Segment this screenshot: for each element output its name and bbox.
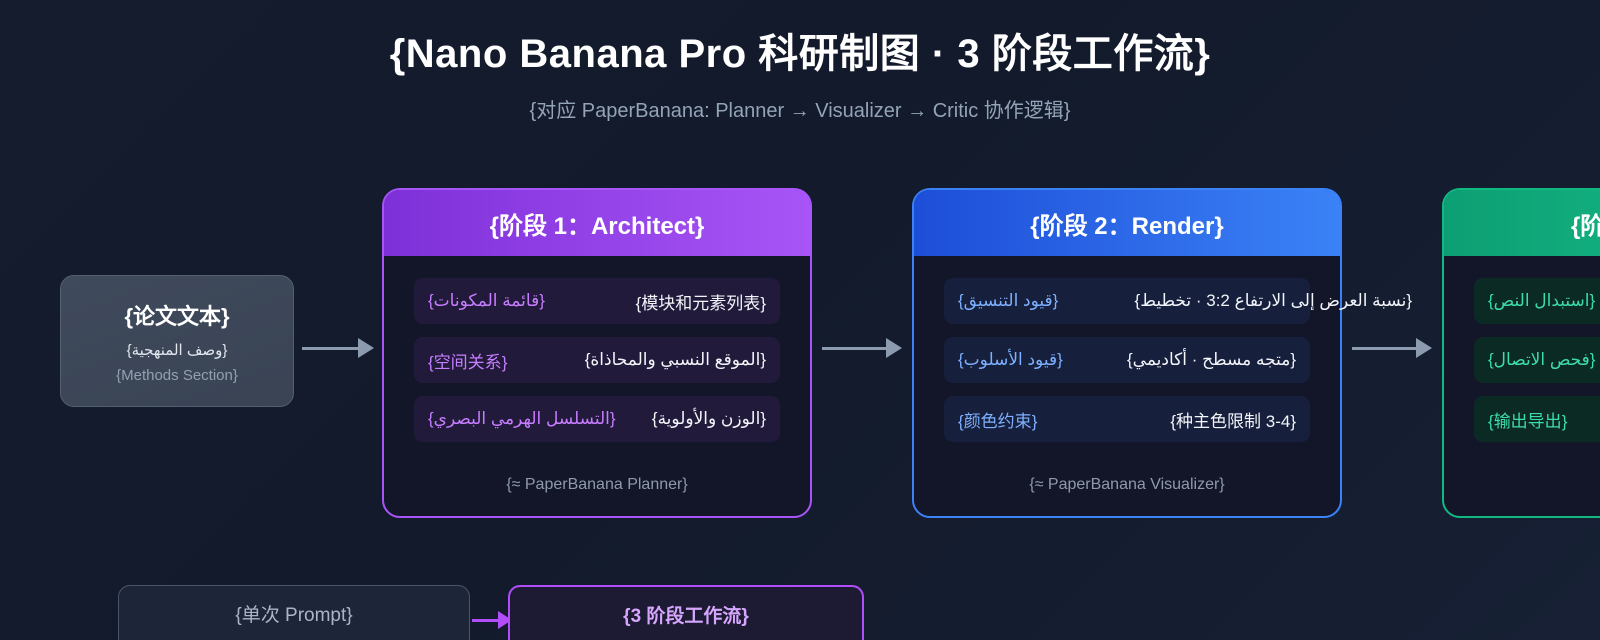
stage-card-render: {阶段 2：Render} {قيود التنسيق} {نسبة العرض… bbox=[912, 188, 1412, 518]
input-node-note: {Methods Section} bbox=[116, 366, 238, 384]
stage-3-footnote: {≈ bbox=[1444, 476, 1600, 494]
stage-3-body: {استبدال النص} {فحص الاتصال} {输出导出} bbox=[1444, 256, 1600, 442]
stage-3-row-1: {استبدال النص} bbox=[1474, 278, 1600, 324]
row-label: {استبدال النص} bbox=[1488, 291, 1596, 310]
row-label: {输出导出} bbox=[1488, 411, 1568, 431]
stage-card-architect: {阶段 1：Architect} {قائمة المكونات} {模块和元素… bbox=[382, 188, 812, 518]
comparison-after-label: {3 阶段工作流} bbox=[623, 605, 749, 627]
input-node-title: {论文文本} bbox=[124, 303, 230, 329]
arrow-head-icon bbox=[1416, 338, 1432, 358]
row-value: {نسبة العرض إلى الارتفاع 3:2 · تخطيط} bbox=[1134, 291, 1412, 310]
comparison-box-before: {单次 Prompt} bbox=[118, 585, 470, 640]
stage-2-footnote: {≈ PaperBanana Visualizer} bbox=[1029, 476, 1225, 493]
row-value: {3-4 种主色限制} bbox=[1170, 411, 1296, 431]
stage-1-row-1: {قائمة المكونات} {模块和元素列表} bbox=[414, 278, 780, 324]
input-node-subtitle: {وصف المنهجية} bbox=[126, 341, 228, 359]
row-label: {قيود التنسيق} bbox=[958, 291, 1059, 310]
row-label: {空间关系} bbox=[428, 352, 508, 372]
stage-2-row-3: {颜色约束} {3-4 种主色限制} bbox=[944, 396, 1310, 442]
comparison-box-after: {3 阶段工作流} bbox=[508, 585, 864, 640]
arrow-shaft bbox=[472, 618, 498, 622]
flow-arrow-input-to-stage1 bbox=[302, 338, 374, 358]
row-label: {فحص الاتصال} bbox=[1488, 350, 1596, 369]
page-subtitle: {对应 PaperBanana: Planner → Visualizer → … bbox=[529, 100, 1071, 122]
page-title: {Nano Banana Pro 科研制图 · 3 阶段工作流} bbox=[389, 32, 1211, 76]
stage-3-row-3: {输出导出} bbox=[1474, 396, 1600, 442]
input-node: {论文文本} {وصف المنهجية} {Methods Section} bbox=[60, 275, 294, 407]
flow-arrow-stage2-to-stage3 bbox=[1352, 338, 1432, 358]
stage-3-row-2: {فحص الاتصال} bbox=[1474, 337, 1600, 383]
row-label: {颜色约束} bbox=[958, 411, 1038, 431]
arrow-shaft bbox=[822, 346, 886, 350]
arrow-head-icon bbox=[886, 338, 902, 358]
page-header: {Nano Banana Pro 科研制图 · 3 阶段工作流} {对应 Pap… bbox=[0, 0, 1600, 123]
stage-2-body: {قيود التنسيق} {نسبة العرض إلى الارتفاع … bbox=[914, 256, 1412, 442]
row-value: {模块和元素列表} bbox=[635, 293, 766, 313]
arrow-head-icon bbox=[358, 338, 374, 358]
row-value: {الموقع النسبي والمحاذاة} bbox=[584, 350, 766, 369]
arrow-shaft bbox=[302, 346, 358, 350]
row-value: {الوزن والأولوية} bbox=[651, 409, 766, 428]
stage-2-row-1: {قيود التنسيق} {نسبة العرض إلى الارتفاع … bbox=[944, 278, 1412, 324]
row-label: {قائمة المكونات} bbox=[428, 291, 545, 310]
flow-arrow-stage1-to-stage2 bbox=[822, 338, 902, 358]
comparison-before-label: {单次 Prompt} bbox=[235, 605, 353, 626]
row-label: {التسلسل الهرمي البصري} bbox=[428, 409, 616, 428]
comparison-arrow bbox=[472, 611, 512, 629]
stage-1-row-3: {التسلسل الهرمي البصري} {الوزن والأولوية… bbox=[414, 396, 780, 442]
stage-2-row-2: {قيود الأسلوب} {متجه مسطح · أكاديمي} bbox=[944, 337, 1310, 383]
row-value: {متجه مسطح · أكاديمي} bbox=[1127, 350, 1296, 369]
stage-1-header: {阶段 1：Architect} bbox=[384, 190, 810, 256]
stage-1-footnote: {≈ PaperBanana Planner} bbox=[506, 476, 688, 493]
stage-1-row-2: {空间关系} {الموقع النسبي والمحاذاة} bbox=[414, 337, 780, 383]
stage-1-body: {قائمة المكونات} {模块和元素列表} {空间关系} {الموق… bbox=[384, 256, 810, 442]
stage-card-critic: {阶段 3：Critic} {استبدال النص} {فحص الاتصا… bbox=[1442, 188, 1600, 518]
stage-2-header: {阶段 2：Render} bbox=[914, 190, 1340, 256]
arrow-shaft bbox=[1352, 346, 1416, 350]
row-label: {قيود الأسلوب} bbox=[958, 350, 1063, 369]
stage-3-header: {阶段 3：Critic} bbox=[1444, 190, 1600, 256]
